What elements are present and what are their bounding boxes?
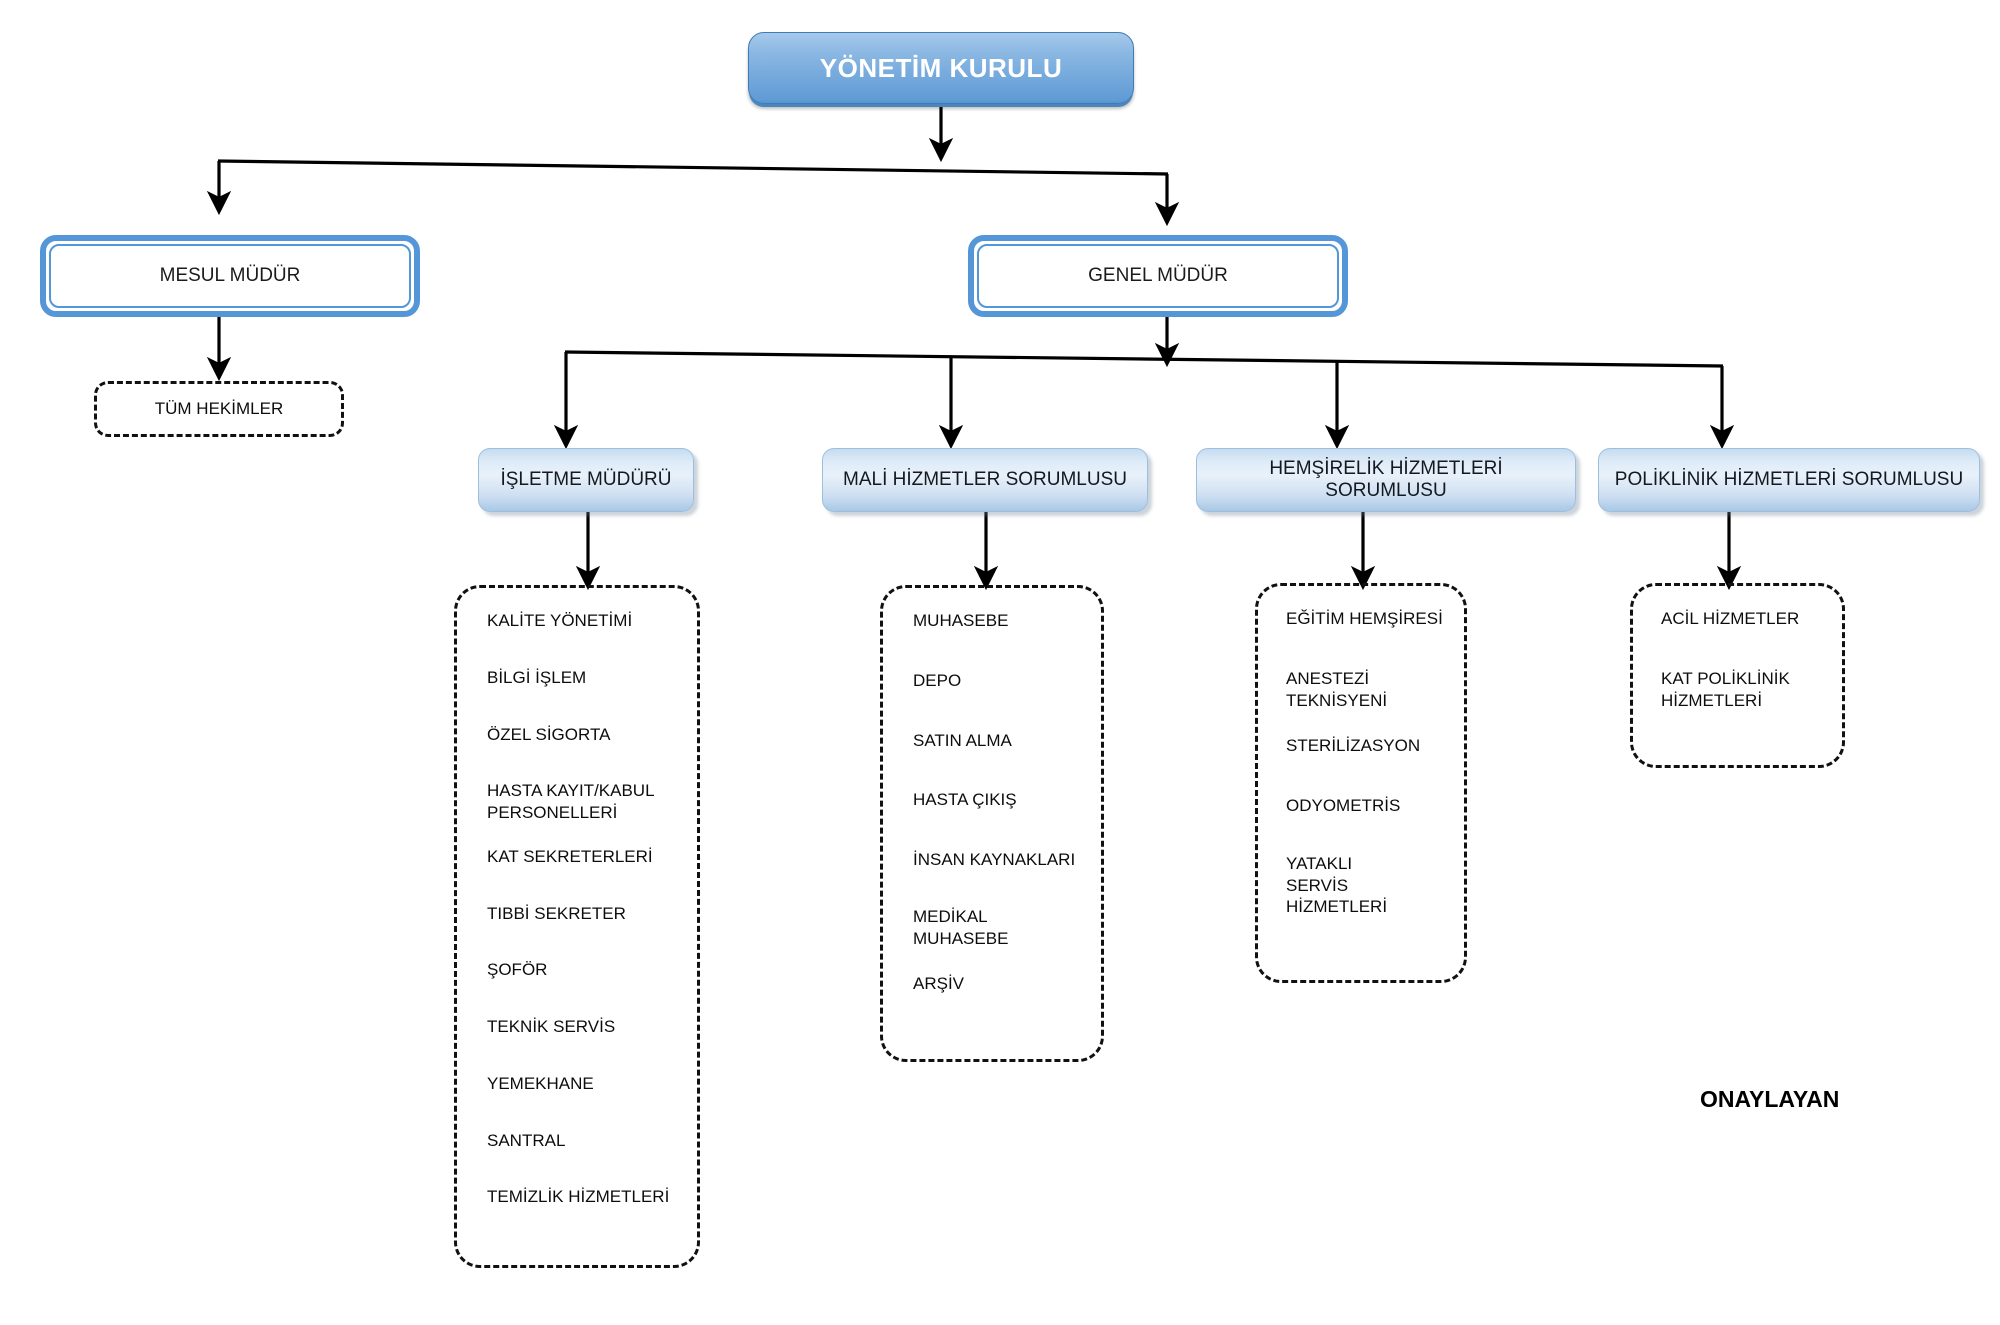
node-general-manager[interactable]: GENEL MÜDÜR xyxy=(968,235,1348,317)
polyclinic-items-list: ACİL HİZMETLER KAT POLİKLİNİK HİZMETLERİ xyxy=(1633,586,1842,765)
node-all-physicians[interactable]: TÜM HEKİMLER xyxy=(94,381,344,437)
node-nursing-services-label: HEMŞİRELİK HİZMETLERİ SORUMLUSU xyxy=(1269,458,1503,501)
approver-label: ONAYLAYAN xyxy=(1700,1086,1840,1112)
node-operations-manager-label: İŞLETME MÜDÜRÜ xyxy=(500,469,672,490)
financial-items-list: MUHASEBE DEPO SATIN ALMA HASTA ÇIKIŞ İNS… xyxy=(883,588,1101,1059)
node-responsible-manager-label: MESUL MÜDÜR xyxy=(159,265,301,286)
group-operations-items[interactable]: KALİTE YÖNETİMİ BİLGİ İŞLEM ÖZEL SİGORTA… xyxy=(454,585,700,1268)
list-item: SANTRAL xyxy=(487,1130,566,1150)
list-item: STERİLİZASYON xyxy=(1286,736,1421,756)
list-item: TEKNİK SERVİS xyxy=(487,1017,616,1036)
list-item: TEMİZLİK HİZMETLERİ xyxy=(487,1187,670,1207)
group-polyclinic-items[interactable]: ACİL HİZMETLER KAT POLİKLİNİK HİZMETLERİ xyxy=(1630,583,1845,768)
node-operations-manager[interactable]: İŞLETME MÜDÜRÜ xyxy=(478,448,694,512)
list-item: MEDİKAL MUHASEBE xyxy=(913,906,1009,948)
list-item: ODYOMETRİS xyxy=(1286,796,1401,815)
list-item: KAT SEKRETERLERİ xyxy=(487,846,653,866)
list-item: YATAKLI SERVİS HİZMETLERİ xyxy=(1286,853,1388,917)
node-board-label: YÖNETİM KURULU xyxy=(819,52,1063,83)
list-item: ŞOFÖR xyxy=(487,960,548,980)
list-item: MUHASEBE xyxy=(913,611,1009,630)
node-responsible-manager[interactable]: MESUL MÜDÜR xyxy=(40,235,420,317)
list-item: BİLGİ İŞLEM xyxy=(487,667,587,687)
list-item: YEMEKHANE xyxy=(487,1073,594,1093)
bar-level2 xyxy=(564,350,1724,368)
list-item: ÖZEL SİGORTA xyxy=(487,724,611,744)
list-item: HASTA KAYIT/KABUL PERSONELLERİ xyxy=(487,781,654,822)
list-item: ANESTEZİ TEKNİSYENİ xyxy=(1286,668,1388,710)
nursing-items-list: EĞİTİM HEMŞİRESİ ANESTEZİ TEKNİSYENİ STE… xyxy=(1258,586,1464,980)
node-board[interactable]: YÖNETİM KURULU xyxy=(748,32,1134,104)
list-item: İNSAN KAYNAKLARI xyxy=(913,850,1076,869)
list-item: KAT POLİKLİNİK HİZMETLERİ xyxy=(1661,668,1790,710)
list-item: EĞİTİM HEMŞİRESİ xyxy=(1286,609,1443,628)
group-financial-items[interactable]: MUHASEBE DEPO SATIN ALMA HASTA ÇIKIŞ İNS… xyxy=(880,585,1104,1062)
list-item: SATIN ALMA xyxy=(913,730,1012,750)
list-item: TIBBİ SEKRETER xyxy=(487,903,626,923)
bar-level1 xyxy=(217,159,1169,176)
node-polyclinic-services[interactable]: POLİKLİNİK HİZMETLERİ SORUMLUSU xyxy=(1598,448,1980,512)
list-item: DEPO xyxy=(913,670,962,690)
node-nursing-services[interactable]: HEMŞİRELİK HİZMETLERİ SORUMLUSU xyxy=(1196,448,1576,512)
list-item: KALİTE YÖNETİMİ xyxy=(487,611,633,630)
list-item: ACİL HİZMETLER xyxy=(1661,609,1800,628)
node-general-manager-label: GENEL MÜDÜR xyxy=(1088,265,1228,286)
node-financial-services[interactable]: MALİ HİZMETLER SORUMLUSU xyxy=(822,448,1148,512)
node-financial-services-label: MALİ HİZMETLER SORUMLUSU xyxy=(843,469,1127,490)
node-polyclinic-services-label: POLİKLİNİK HİZMETLERİ SORUMLUSU xyxy=(1614,469,1964,490)
list-item: HASTA ÇIKIŞ xyxy=(913,790,1017,810)
group-nursing-items[interactable]: EĞİTİM HEMŞİRESİ ANESTEZİ TEKNİSYENİ STE… xyxy=(1255,583,1467,983)
list-item: ARŞİV xyxy=(913,974,965,994)
node-all-physicians-label: TÜM HEKİMLER xyxy=(154,399,284,418)
operations-items-list: KALİTE YÖNETİMİ BİLGİ İŞLEM ÖZEL SİGORTA… xyxy=(457,588,697,1265)
